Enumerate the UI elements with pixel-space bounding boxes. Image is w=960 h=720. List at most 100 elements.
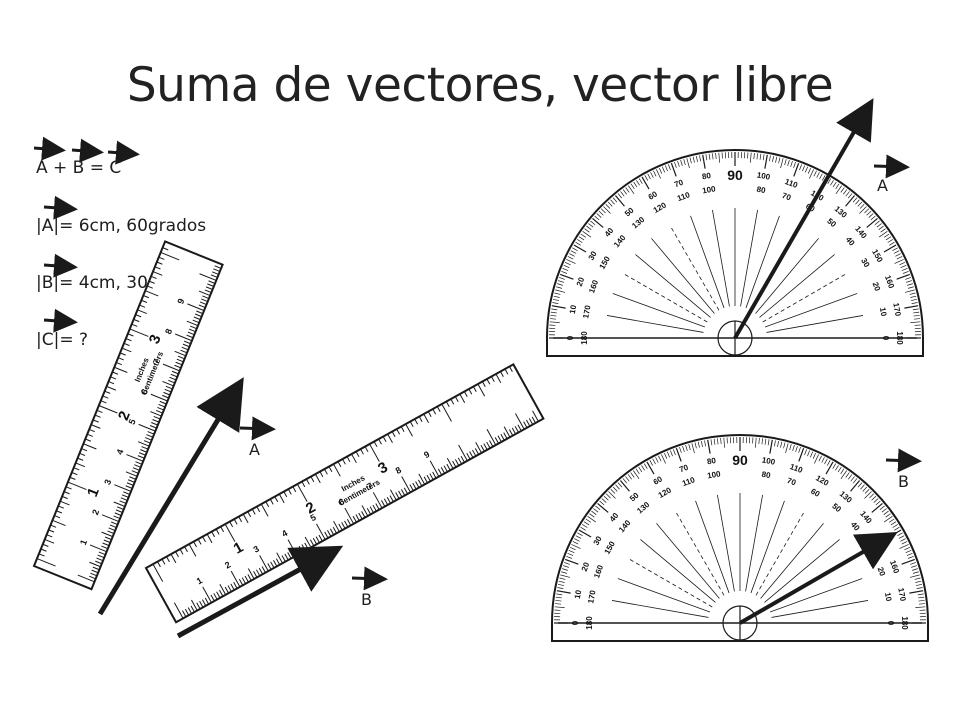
cm-tick: [140, 449, 148, 453]
inch-tick: [274, 496, 279, 503]
cm-tick: [138, 452, 146, 456]
cm-tick: [523, 421, 528, 428]
degree-tick: [876, 223, 882, 228]
degree-tick: [864, 488, 870, 494]
degree-tick: [917, 593, 924, 596]
cm-tick: [276, 552, 283, 564]
cm-number: 2: [223, 559, 232, 570]
inch-tick: [63, 491, 70, 495]
degree-tick: [804, 449, 807, 456]
inch-tick: [418, 416, 423, 423]
radial-line: [690, 215, 725, 309]
protractor-vector-b-arrow: [738, 531, 898, 625]
cm-tick: [190, 325, 197, 330]
inch-tick: [56, 510, 63, 514]
degree-tick: [688, 444, 691, 451]
degree-tick: [780, 158, 784, 169]
degree-tick: [564, 262, 571, 266]
degree-tick: [569, 547, 576, 551]
degree-tick: [555, 596, 562, 599]
radial-line: [760, 523, 824, 599]
degree-tick: [596, 213, 602, 218]
cm-tick: [113, 501, 126, 507]
degree-tick: [855, 199, 860, 205]
degree-tick: [845, 191, 850, 197]
inch-tick: [106, 385, 117, 391]
cm-tick: [344, 520, 349, 528]
inch-tick: [60, 500, 70, 506]
cm-tick: [213, 593, 218, 600]
inch-tick: [156, 261, 163, 265]
radial-line: [617, 578, 711, 613]
cm-tick: [532, 410, 539, 422]
cm-tick: [489, 440, 494, 447]
degree-tick: [857, 482, 863, 488]
degree-tick: [879, 505, 885, 510]
cm-tick: [146, 434, 154, 438]
cm-number: 1: [195, 575, 204, 586]
degree-tick: [901, 267, 908, 271]
degree-tick: [620, 191, 625, 197]
degree-tick: [774, 440, 776, 447]
inch-tick: [170, 553, 177, 564]
cm-tick: [338, 523, 343, 531]
degree-tick: [557, 283, 563, 286]
degree-tick: [667, 451, 670, 458]
degree-tick: [761, 438, 764, 445]
inner-degree-number: 170: [586, 589, 597, 604]
degree-tick: [910, 298, 918, 301]
inch-tick: [143, 295, 150, 299]
cm-tick: [460, 455, 465, 463]
degree-tick: [840, 470, 847, 480]
inch-tick: [269, 498, 274, 505]
degree-tick: [883, 510, 889, 515]
protractor-vector-a-arrow: [733, 98, 874, 339]
slide-title: Suma de vectores, vector libre: [126, 58, 834, 113]
cm-tick: [134, 464, 141, 468]
cm-tick: [227, 585, 232, 592]
degree-tick: [610, 488, 616, 494]
cm-tick: [309, 539, 315, 547]
degree-tick: [826, 460, 831, 466]
degree-tick: [821, 175, 826, 181]
cm-tick: [472, 449, 477, 457]
cm-tick: [423, 476, 428, 484]
cm-tick: [395, 492, 400, 499]
inch-tick: [472, 386, 477, 393]
cm-tick: [119, 500, 127, 504]
inch-tick: [315, 473, 321, 484]
cm-tick: [469, 451, 474, 458]
inch-tick: [500, 371, 504, 378]
degree-tick: [580, 526, 586, 531]
outer-degree-number: 0: [571, 620, 580, 625]
inch-tick: [125, 338, 132, 342]
outer-degree-number: 180: [895, 331, 904, 345]
cm-number: 1: [78, 538, 89, 546]
degree-tick: [785, 443, 789, 454]
degree-tick: [571, 544, 581, 549]
overarrow-icon: [43, 253, 78, 278]
cm-tick: [241, 577, 247, 584]
degree-tick: [756, 153, 759, 160]
cm-tick: [151, 422, 158, 426]
degree-tick: [682, 445, 685, 452]
degree-tick: [566, 259, 576, 264]
degree-tick: [588, 223, 594, 228]
inch-tick: [504, 368, 509, 375]
degree-tick: [878, 231, 888, 238]
degree-tick: [813, 170, 817, 177]
degree-tick: [904, 305, 919, 309]
cm-tick: [98, 551, 106, 556]
inner-degree-number: 100: [707, 469, 722, 480]
inch-tick: [283, 491, 288, 498]
degree-tick: [607, 201, 613, 207]
cm-tick: [162, 380, 174, 387]
inch-tick: [129, 328, 149, 337]
degree-tick: [713, 438, 716, 445]
cm-tick: [95, 560, 102, 565]
cm-number: 6: [337, 496, 346, 507]
cm-tick: [233, 582, 238, 589]
overarrow-icon: [885, 448, 922, 473]
degree-tick: [790, 160, 793, 167]
cm-tick: [135, 461, 143, 465]
